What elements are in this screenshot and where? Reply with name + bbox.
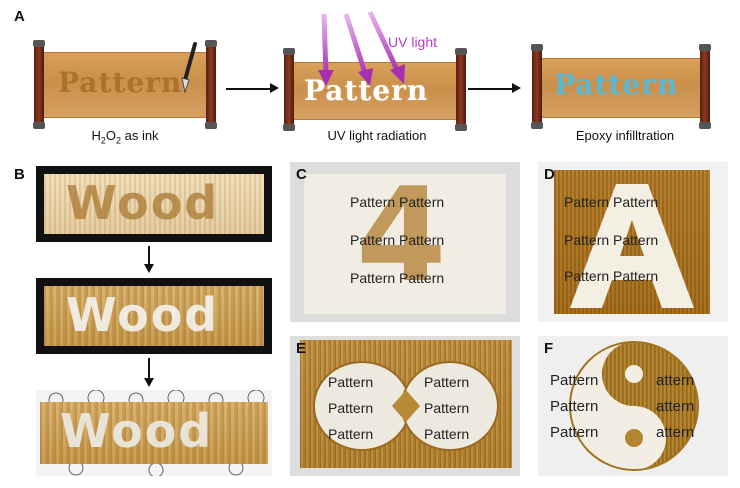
- f-right-2: attern: [656, 398, 695, 415]
- c-line-3: Pattern Pattern: [350, 270, 445, 286]
- photo-b3-word: Wood: [60, 404, 214, 458]
- uv-rays-icon: [318, 10, 405, 86]
- panel-label-f: F: [544, 340, 554, 357]
- scroll-3-text: Pattern: [554, 68, 679, 101]
- f-left-2: Pattern: [550, 398, 599, 415]
- e-left-3: Pattern: [328, 426, 374, 442]
- panel-label-b: B: [14, 166, 25, 183]
- scroll-1-text: Pattern: [58, 66, 183, 99]
- stain-digit: 4: [356, 162, 447, 311]
- yin-yang-cutout: [569, 341, 699, 471]
- e-right-3: Pattern: [424, 426, 470, 442]
- e-right-1: Pattern: [424, 374, 470, 390]
- photo-b1-word: Wood: [66, 176, 220, 230]
- c-line-2: Pattern Pattern: [350, 232, 445, 248]
- caption-ink: H2O2 as ink: [91, 128, 159, 146]
- c-line-1: Pattern Pattern: [350, 194, 445, 210]
- letter-a-cutout: [570, 184, 694, 308]
- f-left-1: Pattern: [550, 372, 599, 389]
- f-right-3: attern: [656, 424, 695, 441]
- photo-c: 4 Pattern Pattern Pattern Pattern Patter…: [290, 162, 520, 322]
- caption-uv: UV light radiation: [327, 128, 427, 143]
- e-left-2: Pattern: [328, 400, 374, 416]
- f-left-3: Pattern: [550, 424, 599, 441]
- brush-icon: [181, 42, 197, 94]
- uv-light-label: UV light: [388, 34, 438, 50]
- f-right-1: attern: [656, 372, 695, 389]
- photo-b2-word: Wood: [66, 288, 220, 342]
- d-line-1: Pattern Pattern: [564, 194, 659, 210]
- photo-b1: Wood: [36, 166, 272, 242]
- photo-d: Pattern Pattern Pattern Pattern Pattern …: [538, 162, 728, 322]
- photo-b2: Wood: [36, 278, 272, 354]
- panel-label-d: D: [544, 166, 555, 183]
- infinity-cutout: [313, 361, 499, 451]
- caption-epoxy: Epoxy infilltration: [575, 128, 675, 143]
- e-right-2: Pattern: [424, 400, 470, 416]
- panel-label-a: A: [14, 8, 25, 25]
- panel-label-c: C: [296, 166, 307, 183]
- photo-b3: Wood: [36, 390, 272, 476]
- e-left-1: Pattern: [328, 374, 374, 390]
- d-line-3: Pattern Pattern: [564, 268, 659, 284]
- d-line-2: Pattern Pattern: [564, 232, 659, 248]
- panel-label-e: E: [296, 340, 307, 357]
- photo-e: Pattern Pattern Pattern Pattern Pattern …: [290, 336, 520, 476]
- photo-f: Pattern Pattern Pattern attern attern at…: [538, 336, 728, 476]
